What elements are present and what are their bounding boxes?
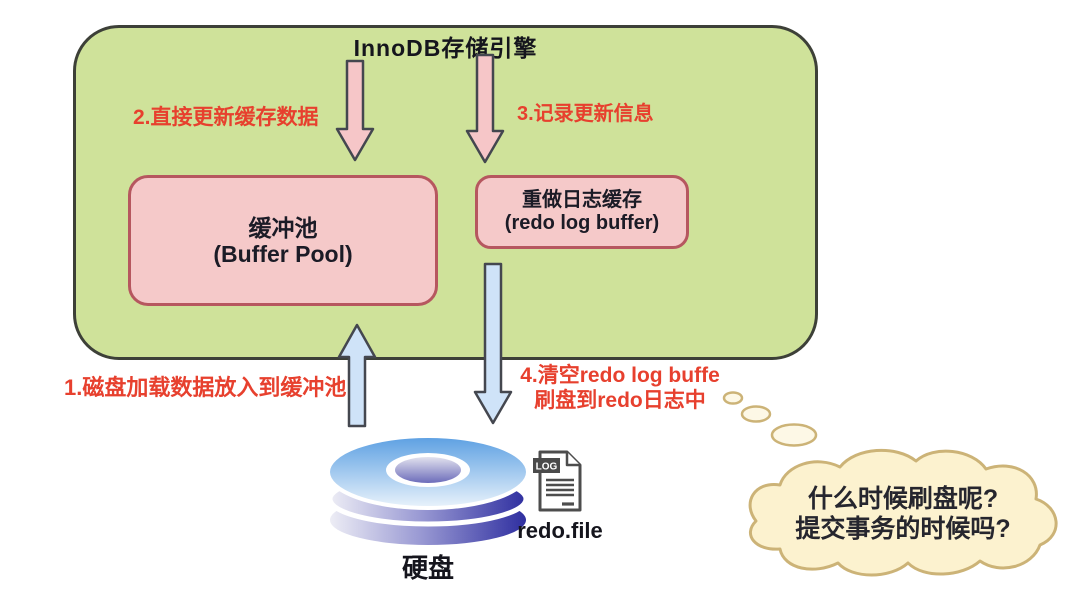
step4-label-line2: 刷盘到redo日志中 [534,389,706,412]
buffer-pool-label-cn: 缓冲池 [248,214,318,241]
step2-label: 2.直接更新缓存数据 [133,106,319,129]
step3-label: 3.记录更新信息 [517,103,654,125]
arrow-step4-down-icon [473,262,513,425]
engine-title: InnoDB存储引擎 [353,35,538,61]
thought-cloud-text: 什么时候刷盘呢? 提交事务的时候吗? [748,484,1058,544]
arrow-step1-up-icon [337,323,377,428]
redo-buffer-label-cn: 重做日志缓存 [522,189,642,211]
disk-label: 硬盘 [401,553,454,583]
arrow-step2-down-icon [335,59,375,162]
disk-icon [326,434,530,545]
step4-label: 4.清空redo log buffe 刷盘到redo日志中 [490,363,750,413]
cloud-text-line2: 提交事务的时候吗? [795,515,1011,543]
thought-bubble-dots-icon [722,391,818,447]
step1-label: 1.磁盘加载数据放入到缓冲池 [64,375,347,400]
log-file-icon: LOG [533,450,582,512]
redo-buffer-label-en: (redo log buffer) [504,212,660,234]
redo-log-buffer-box: 重做日志缓存 (redo log buffer) [475,175,689,249]
arrow-step3-down-icon [465,53,505,164]
thought-cloud-icon [748,448,1058,577]
step4-label-line1: 4.清空redo log buffe [520,364,720,387]
buffer-pool-label-en: (Buffer Pool) [213,240,353,267]
redo-file-label: redo.file [517,518,603,543]
cloud-text-line1: 什么时候刷盘呢? [807,485,999,513]
log-badge: LOG [536,462,558,473]
buffer-pool-box: 缓冲池 (Buffer Pool) [128,175,438,306]
